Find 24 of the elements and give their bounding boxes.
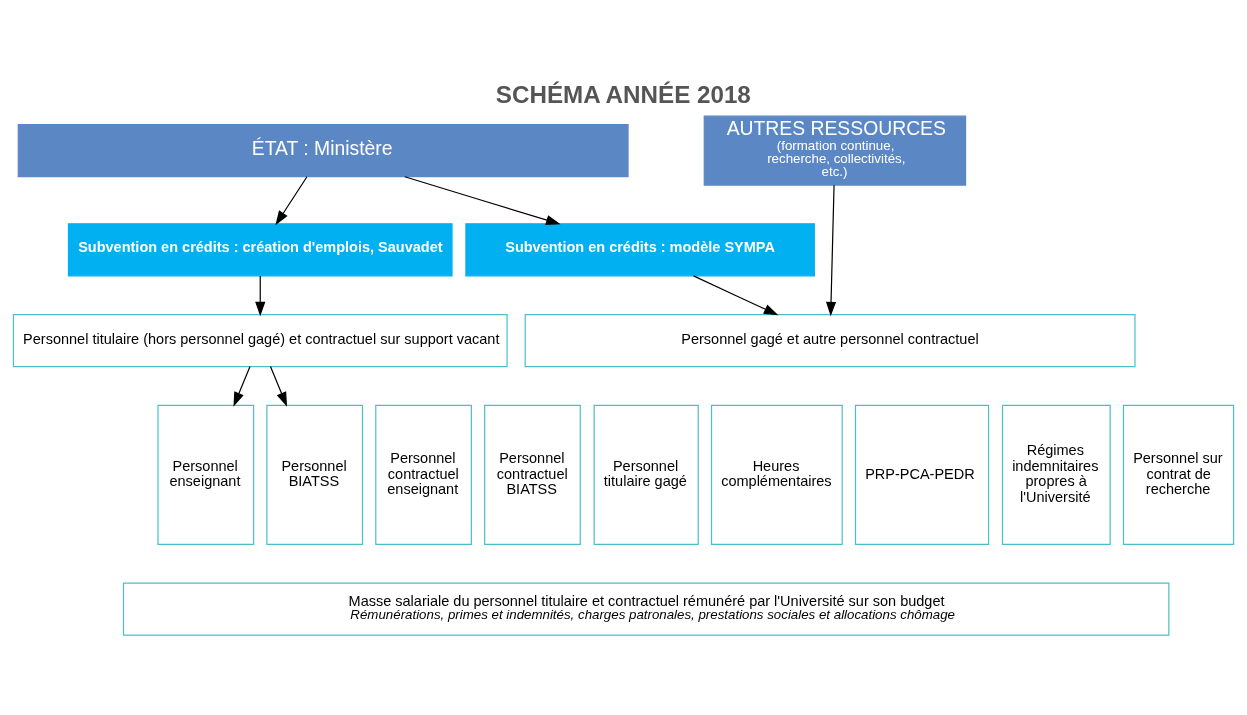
node-box: Subvention en crédits : création d'emplois, Sauvadet xyxy=(67,223,453,277)
node-box: AUTRES RESSOURCES (formation continue, recherche, collectivités, etc.) xyxy=(703,115,967,186)
node-box: Personnel contractuel BIATSS xyxy=(484,404,581,546)
diagram-title: SCHÉMA ANNÉE 2018 xyxy=(495,80,751,108)
arrow xyxy=(275,176,308,226)
node-box: Personnel enseignant xyxy=(157,404,255,546)
node-box: ÉTAT : Ministère xyxy=(17,124,629,178)
node-box: Régimes indemnitaires propres à l'Université xyxy=(1001,404,1111,546)
node-box: Personnel contractuel enseignant xyxy=(375,404,472,546)
arrow xyxy=(404,176,561,225)
node-box: Personnel titulaire gagé xyxy=(593,404,699,546)
arrow xyxy=(255,275,266,317)
arrow xyxy=(692,275,779,316)
node-box: Subvention en crédits : modèle SYMPA xyxy=(465,223,815,277)
arrow xyxy=(233,365,251,407)
arrow xyxy=(825,184,837,317)
node-box: Personnel sur contrat de recherche xyxy=(1122,404,1235,546)
node-box: Personnel gagé et autre personnel contractuel xyxy=(524,313,1136,368)
node-box: Personnel BIATSS xyxy=(266,404,364,546)
node-box: Heures complémentaires xyxy=(710,404,843,546)
node-box: Personnel titulaire (hors personnel gagé) et contractuel sur support vacant xyxy=(12,313,508,368)
node-box: Masse salariale du personnel titulaire et contractuel rémunéré par l'Université sur son budget Rémunérations, primes et indemnités, charges patronales, prestations sociales et allocations chômage xyxy=(122,582,1170,636)
node-box: PRP-PCA-PEDR xyxy=(854,404,990,546)
arrow xyxy=(269,365,288,407)
